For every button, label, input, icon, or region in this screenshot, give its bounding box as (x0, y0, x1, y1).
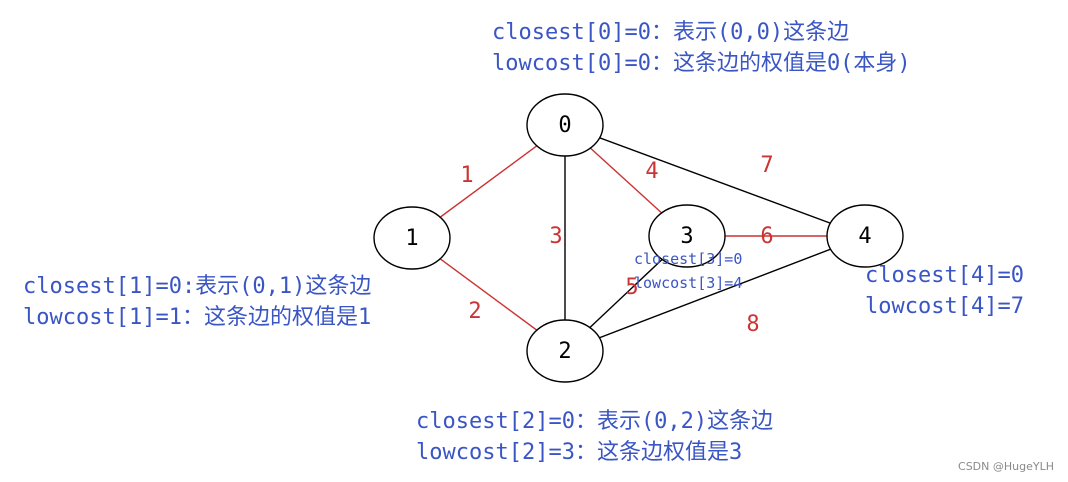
node-1: 1 (373, 206, 451, 270)
lowcost-4-text: lowcost[4]=7 (865, 294, 1024, 319)
closest-2-text: closest[2]=0：表示(0,2)这条边 (416, 409, 774, 434)
closest-4-text: closest[4]=0 (865, 263, 1024, 288)
edge-weight-0-3: 4 (645, 159, 658, 184)
node-1-label: 1 (405, 226, 418, 251)
node-1-circle (373, 206, 451, 270)
node-3-circle (648, 204, 726, 268)
annotation-node-4: closest[4]=0 lowcost[4]=7 (865, 260, 1024, 322)
closest-3-text: closest[3]=0 (634, 250, 743, 268)
edge-weight-3-4: 6 (760, 224, 773, 249)
edge-weight-2-4: 8 (746, 312, 759, 337)
edge-weight-0-4: 7 (760, 153, 773, 178)
closest-1-text: closest[1]=0:表示(0,1)这条边 (23, 274, 372, 299)
node-4-circle (826, 204, 904, 268)
watermark: CSDN @HugeYLH (958, 460, 1054, 473)
node-3-label: 3 (680, 224, 693, 249)
annotation-node-1: closest[1]=0:表示(0,1)这条边 lowcost[1]=1：这条边… (23, 271, 371, 333)
edge-weight-2-3: 5 (625, 275, 638, 300)
node-0-label: 0 (558, 113, 571, 138)
edge-2-4 (564, 235, 866, 352)
annotation-node-3: closest[3]=0 lowcost[3]=4 (634, 247, 742, 295)
node-2-label: 2 (558, 339, 571, 364)
lowcost-0-text: lowcost[0]=0：这条边的权值是0(本身) (492, 51, 911, 76)
lowcost-1-text: lowcost[1]=1：这条边的权值是1 (23, 305, 372, 330)
edge-weight-1-2: 2 (468, 299, 481, 324)
node-2-circle (526, 319, 604, 383)
lowcost-3-text: lowcost[3]=4 (634, 274, 743, 292)
lowcost-2-text: lowcost[2]=3：这条边权值是3 (416, 440, 743, 465)
closest-0-text: closest[0]=0：表示(0,0)这条边 (492, 20, 850, 45)
edge-0-4 (564, 124, 866, 237)
node-0-circle (526, 93, 604, 157)
edge-weight-0-2: 3 (549, 224, 562, 249)
annotation-node-0: closest[0]=0：表示(0,0)这条边 lowcost[0]=0：这条边… (492, 17, 911, 79)
node-0: 0 (526, 93, 604, 157)
node-3: 3 (648, 204, 726, 268)
node-4: 4 (826, 204, 904, 268)
node-4-label: 4 (858, 224, 871, 249)
nodes: 0 1 2 3 4 (373, 93, 904, 383)
edge-weight-0-1: 1 (460, 163, 473, 188)
annotation-node-2: closest[2]=0：表示(0,2)这条边 lowcost[2]=3：这条边… (416, 406, 773, 468)
edge-weights: 1 2 3 4 5 6 7 8 (460, 153, 773, 337)
node-2: 2 (526, 319, 604, 383)
